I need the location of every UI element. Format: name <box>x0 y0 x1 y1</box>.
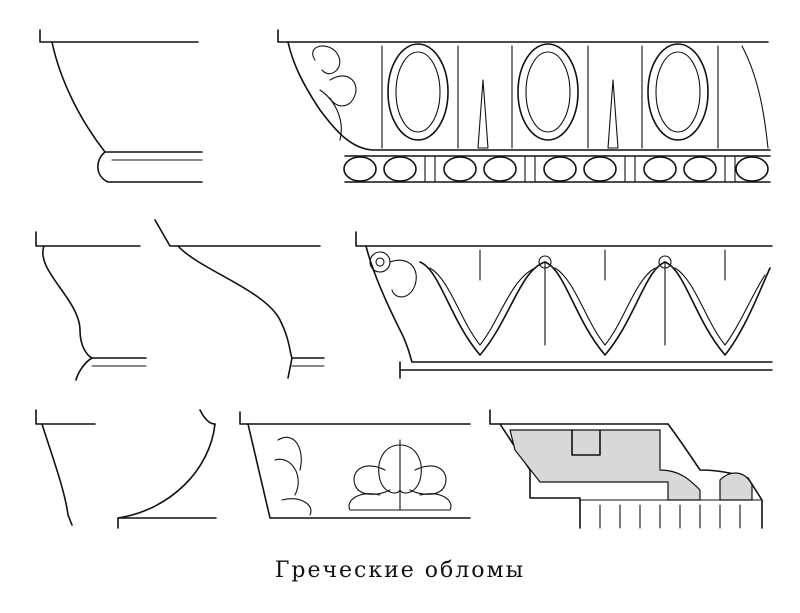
echinus-profile <box>39 29 203 183</box>
cornice-section <box>489 409 763 529</box>
cyma-recta-profile <box>154 219 325 379</box>
cavetto-profile <box>35 409 96 526</box>
caption: Греческие обломы <box>274 558 526 583</box>
scotia-profile <box>117 409 217 529</box>
cyma-reversa-profile <box>35 231 147 381</box>
lesbian-leaf-moulding <box>355 231 773 379</box>
anthemion-moulding <box>239 411 471 519</box>
egg-and-dart-moulding <box>277 29 771 183</box>
